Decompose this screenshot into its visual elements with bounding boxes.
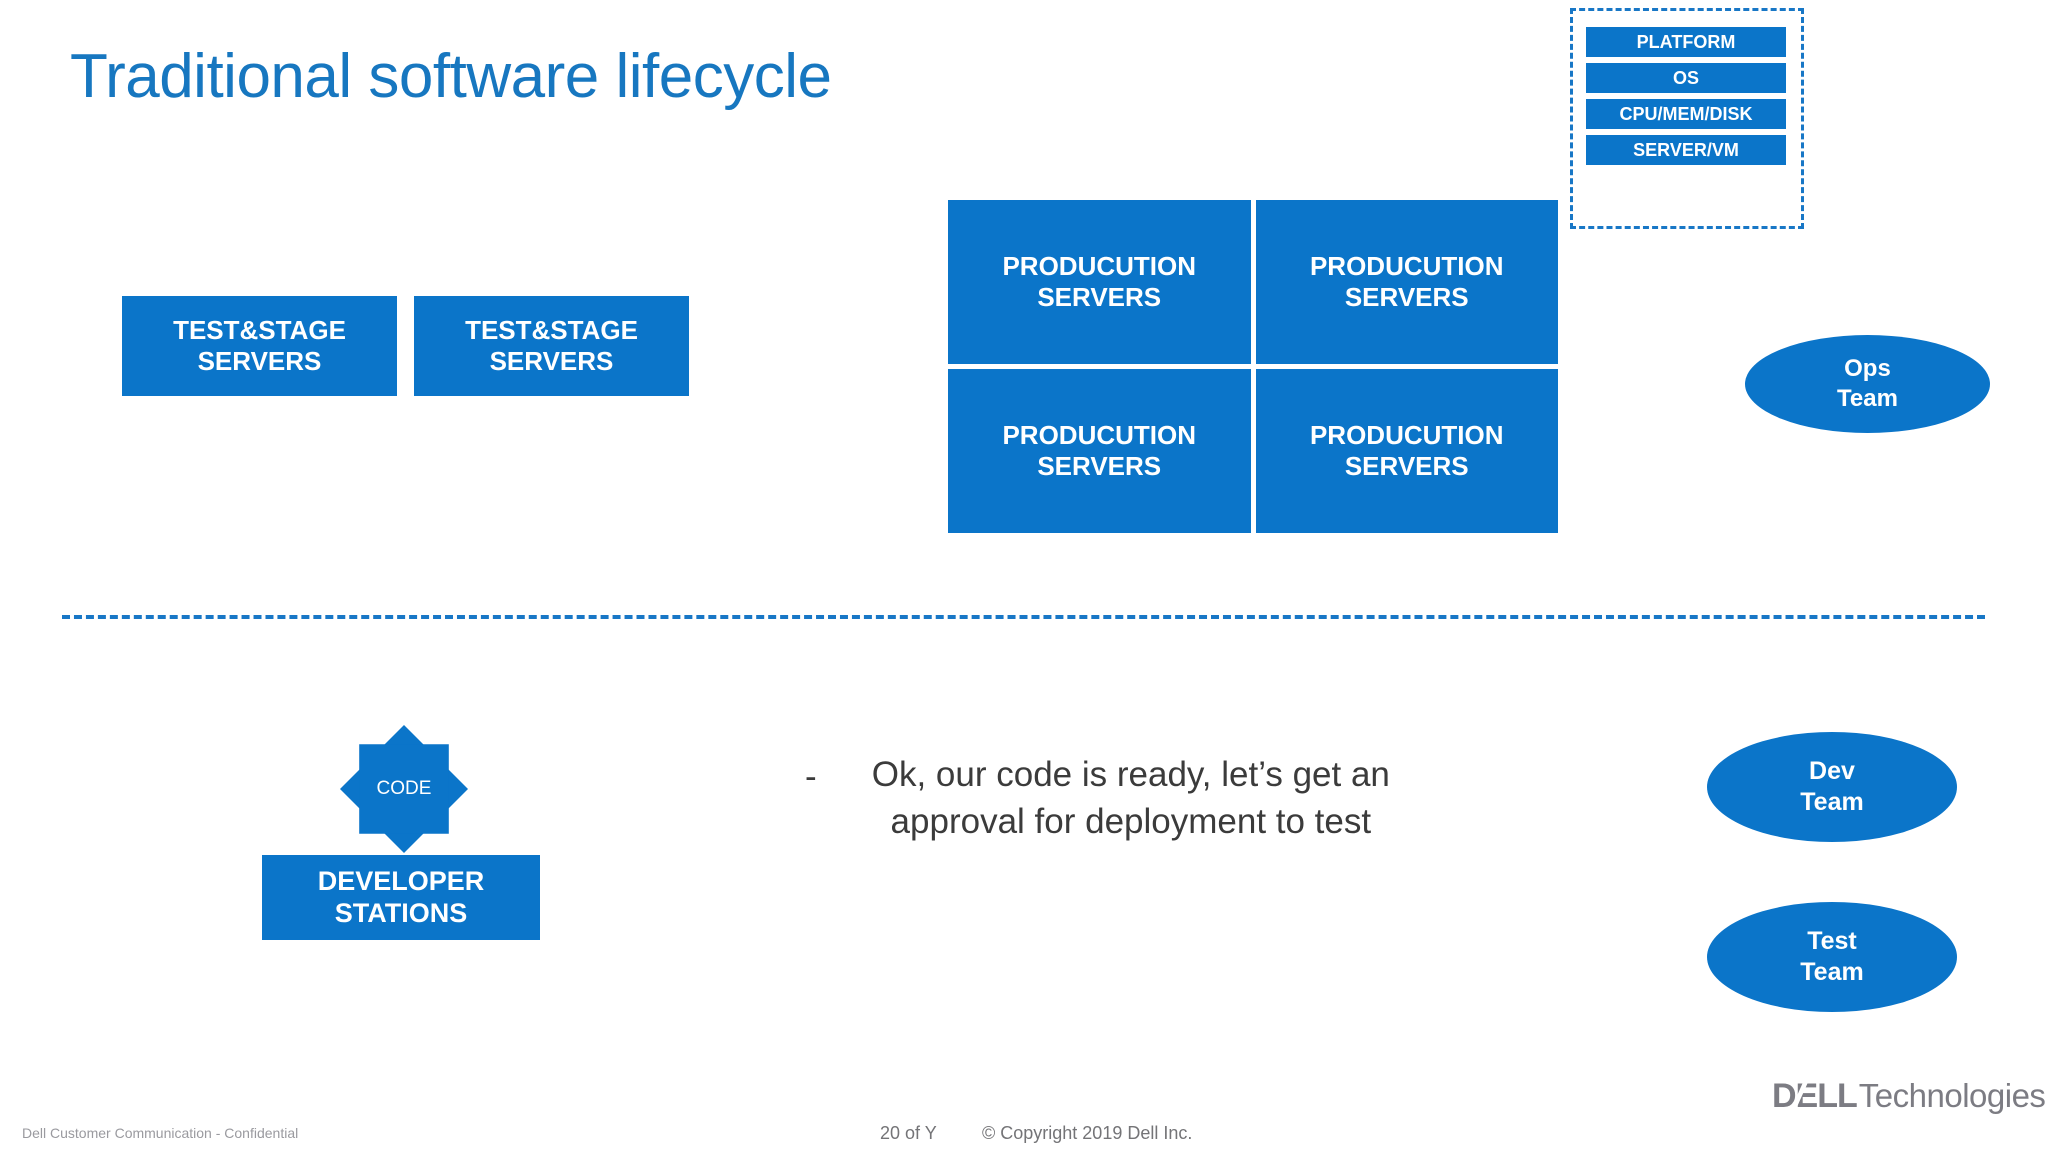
dell-technologies-logo: DELL Technologies [1772,1077,2046,1116]
production-servers-label-3: PRODUCUTION SERVERS [1002,419,1197,481]
production-servers-cell-4: PRODUCUTION SERVERS [1255,369,1558,533]
ops-team-line-2: Team [1837,385,1898,412]
stack-layer-os-label: OS [1672,67,1699,88]
dev-team-label: Dev Team [1800,756,1863,819]
stack-layer-server-vm-label: SERVER/VM [1633,139,1739,160]
developer-stations-box: DEVELOPER STATIONS [262,855,540,940]
test-stage-servers-label-1: TEST&STAGE SERVERS [173,315,346,376]
ops-team-label: Ops Team [1837,354,1898,414]
narrative-text: Ok, our code is ready, let’s get an appr… [871,755,1390,841]
dev-team-ellipse: Dev Team [1707,732,1957,842]
dell-logo-mark-text: DELL [1772,1077,1858,1115]
footer-copyright: © Copyright 2019 Dell Inc. [982,1123,1193,1143]
dev-team-line-2: Team [1800,788,1864,816]
test-team-line-2: Team [1800,958,1864,986]
production-servers-cell-1: PRODUCUTION SERVERS [948,200,1251,364]
production-servers-label-2: PRODUCUTION SERVERS [1309,250,1504,312]
production-servers-label-4: PRODUCUTION SERVERS [1309,419,1504,481]
stack-layer-platform-label: PLATFORM [1636,31,1736,52]
stack-layer-cpu-mem-disk-label: CPU/MEM/DISK [1619,103,1753,124]
star-icon-square [359,744,449,834]
footer-page-number: 20 of Y [880,1123,937,1143]
test-stage-servers-box-2: TEST&STAGE SERVERS [414,296,689,396]
page-title: Traditional software lifecycle [70,42,832,111]
platform-stack-group: PLATFORM OS CPU/MEM/DISK SERVER/VM [1570,8,1804,229]
production-servers-cell-3: PRODUCUTION SERVERS [948,369,1251,533]
stack-layer-cpu-mem-disk: CPU/MEM/DISK [1586,99,1786,129]
dev-team-line-1: Dev [1809,756,1855,785]
stack-layer-platform: PLATFORM [1586,27,1786,57]
ops-team-ellipse: Ops Team [1745,335,1990,433]
narrative-bullet-marker: - [805,757,817,796]
test-team-line-1: Test [1807,926,1857,955]
code-star-badge: CODE [340,725,468,853]
stack-layer-server-vm: SERVER/VM [1586,135,1786,165]
lifecycle-divider [62,615,1985,619]
developer-stations-label: DEVELOPER STATIONS [317,865,485,928]
dell-logo-mark: DELL [1772,1077,1858,1116]
footer-confidentiality-notice: Dell Customer Communication - Confidenti… [22,1125,299,1141]
test-team-label: Test Team [1800,926,1863,989]
stack-layer-os: OS [1586,63,1786,93]
production-servers-cell-2: PRODUCUTION SERVERS [1255,200,1558,364]
test-stage-servers-label-2: TEST&STAGE SERVERS [465,315,638,376]
dell-logo-wordmark: Technologies [1858,1077,2046,1114]
production-servers-grid: PRODUCUTION SERVERS PRODUCUTION SERVERS … [948,200,1558,533]
code-star-label: CODE [376,778,432,799]
test-team-ellipse: Test Team [1707,902,1957,1012]
production-servers-label-1: PRODUCUTION SERVERS [1002,250,1197,312]
test-stage-servers-box-1: TEST&STAGE SERVERS [122,296,397,396]
narrative-block: - Ok, our code is ready, let’s get an ap… [805,752,1425,845]
ops-team-line-1: Ops [1844,355,1891,382]
